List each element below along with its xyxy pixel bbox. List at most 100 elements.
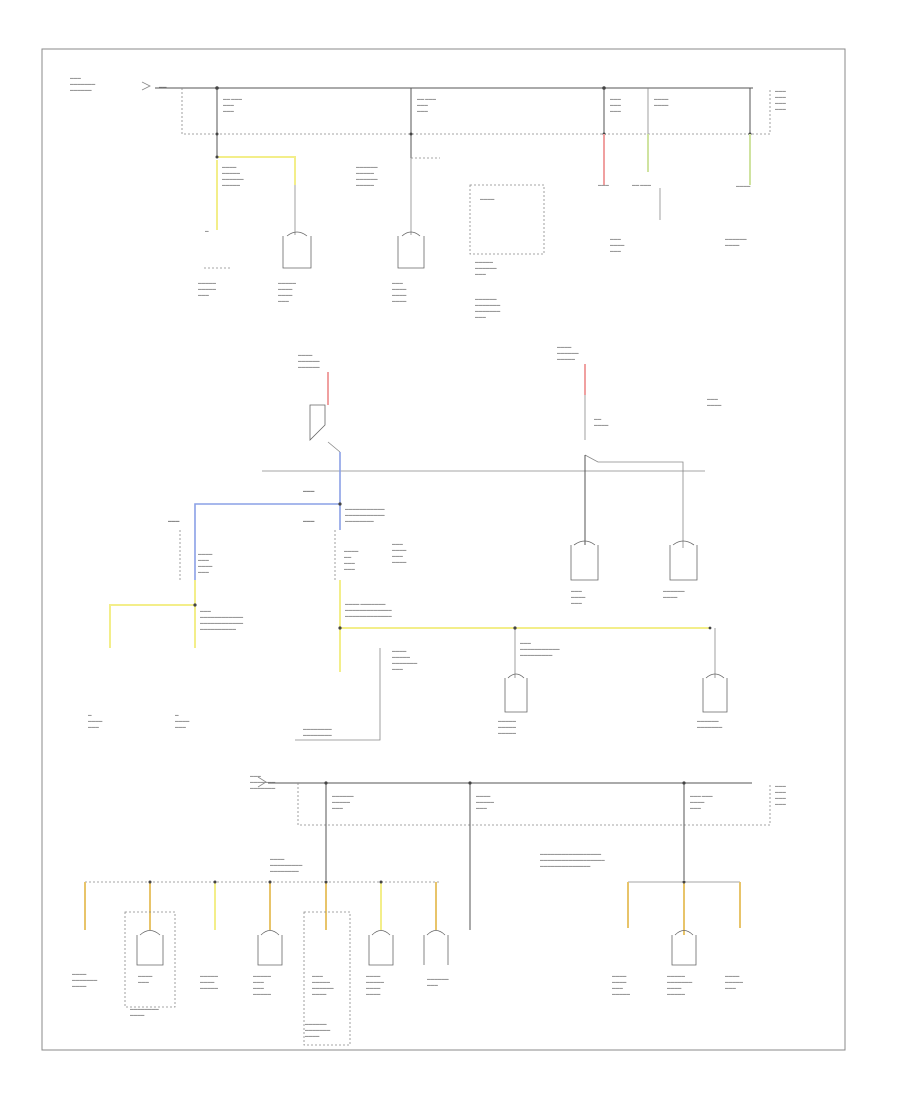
load-3-label-d: ▬▬▬▬ <box>392 299 407 303</box>
mid-bracket-label-d: ▬▬▬ <box>392 667 403 671</box>
conn-mid-2-label-e: ▬▬▬ <box>392 542 403 546</box>
bottom-load-1-label-c: ▬▬▬▬ <box>72 984 87 988</box>
wire-blue-branch <box>194 503 340 580</box>
bottom-load-5-label-b: ▬▬▬▬▬ <box>312 980 330 984</box>
bottom-node-d <box>324 880 328 884</box>
bottom-splice-3-label-c: ▬▬▬▬▬▬▬▬▬▬▬▬▬▬ <box>540 864 591 868</box>
wire-yellow-top-1 <box>217 156 296 185</box>
bottom-load-5-label-f: ▬▬▬▬▬▬▬ <box>305 1028 331 1032</box>
bottom-load-9-label: ▬▬▬▬▬ <box>667 974 685 978</box>
bottom-load-7-label: ▬▬▬▬▬▬ <box>427 977 449 981</box>
conn-mid-3-label-c: ▬▬▬▬ <box>198 564 213 568</box>
relay-1-source-label-b: ▬▬▬▬▬▬ <box>298 359 320 363</box>
bottom-splice-3-label: ▬▬▬▬▬▬▬▬▬▬▬▬▬▬▬▬▬ <box>540 852 602 856</box>
bottom-node-b <box>213 880 217 884</box>
splice-top-1 <box>215 155 219 159</box>
bottom-fusebox-label-2: ▬▬▬ <box>775 790 786 794</box>
bottom-load-1-label-b: ▬▬▬▬▬▬▬ <box>72 978 98 982</box>
load-mid-2-label-c: ▬▬▬ <box>175 725 186 729</box>
relay-2-output <box>584 454 684 548</box>
splice-mid-1-label-c: ▬▬▬▬▬▬▬▬ <box>345 519 374 523</box>
bottom-load-9-label-c: ▬▬▬▬ <box>667 986 682 990</box>
mid-bracket-label-c: ▬▬▬▬▬▬▬ <box>392 661 418 665</box>
load-2-label-b: ▬▬▬▬ <box>278 287 293 291</box>
relay-1-source-label: ▬▬▬▬ <box>298 353 313 357</box>
splice-mid-3-label-c: ▬▬▬▬▬▬▬▬▬▬▬▬ <box>200 621 244 625</box>
load-5-label-c: ▬▬▬▬▬▬▬ <box>475 309 501 313</box>
bottom-load-4-label-d: ▬▬▬▬▬ <box>253 992 271 996</box>
bottom-splice-1-label: ▬▬▬▬ <box>270 857 285 861</box>
bottom-node-a <box>148 880 152 884</box>
bottom-load-5-label-g: ▬▬▬▬ <box>305 1034 320 1038</box>
load-4-outline <box>469 184 545 255</box>
bottom-load-7-arc <box>426 930 446 936</box>
relay-note-b: ▬▬▬▬ <box>707 403 722 407</box>
fuse-3-label-c: ▬▬▬ <box>610 109 621 113</box>
mid-bracket-label: ▬▬▬▬ <box>392 649 407 653</box>
relay-2-source-label-c: ▬▬▬▬▬ <box>557 357 575 361</box>
load-4-inner-label: ▬▬▬▬ <box>480 197 495 201</box>
load-mid-1-label: ▬ <box>88 713 92 717</box>
bottom-node-f <box>682 880 686 884</box>
fuse-node-2 <box>409 132 413 136</box>
splice-top-2-label: ▬▬▬▬▬▬ <box>356 165 378 169</box>
fuse-2-label-c: ▬▬▬ <box>417 109 428 113</box>
load-mid-4-label-b: ▬▬▬▬▬ <box>498 725 516 729</box>
bottom-load-2-label: ▬▬▬▬ <box>138 974 153 978</box>
fuse-3-label: ▬▬▬ <box>610 97 621 101</box>
bottom-load-9-arc <box>674 930 694 936</box>
bottom-splice-3-label-b: ▬▬▬▬▬▬▬▬▬▬▬▬▬▬▬▬▬▬ <box>540 858 605 862</box>
bottom-load-2-body <box>136 935 164 966</box>
bottom-load-4-body <box>257 935 283 966</box>
load-2-label-d: ▬▬▬ <box>278 299 289 303</box>
load-mid-6-arc <box>573 540 596 546</box>
splice-mid-1-label: ▬▬▬▬▬▬▬▬▬▬▬ <box>345 507 385 511</box>
load-mid-4-arc <box>507 673 525 679</box>
load-5-label-d: ▬▬▬ <box>475 315 486 319</box>
bottom-load-6-label-d: ▬▬▬▬ <box>366 992 381 996</box>
conn-mid-2-label: ▬▬▬▬ <box>344 549 359 553</box>
bottom-load-7-body <box>423 935 449 965</box>
top-fusebox-label-4: ▬▬▬ <box>775 107 786 111</box>
bottom-fuse-2-label-b: ▬▬▬▬▬ <box>476 800 494 804</box>
fuse-4-label-b: ▬▬▬▬ <box>654 103 669 107</box>
splice-mid-2 <box>338 626 342 630</box>
load-mid-4-label: ▬▬▬▬▬ <box>498 719 516 723</box>
conn-mid-2-label-d: ▬▬▬ <box>344 567 355 571</box>
load-mid-7-label: ▬▬▬▬▬▬ <box>663 589 685 593</box>
load-mid-6-label-b: ▬▬▬▬ <box>571 595 586 599</box>
bottom-load-2-label-d: ▬▬▬▬ <box>130 1013 145 1017</box>
bottom-fuse-3-label-b: ▬▬▬▬ <box>690 800 705 804</box>
load-mid-5-label-b: ▬▬▬▬▬▬▬ <box>697 725 723 729</box>
load-2-arc <box>286 231 308 237</box>
conn-mid-2-label-b: ▬▬ <box>344 555 352 559</box>
bottom-fusebox-label-4: ▬▬▬ <box>775 802 786 806</box>
bottom-load-2-label-b: ▬▬▬ <box>138 980 149 984</box>
conn-mid-3-label-d: ▬▬▬ <box>198 570 209 574</box>
load-6-tag-b: ▬▬ ▬▬▬ <box>632 183 651 187</box>
conn-mid-2-label-c: ▬▬▬ <box>344 561 355 565</box>
bottom-fuse-3-label: ▬▬▬ ▬▬▬ <box>690 794 713 798</box>
top-section: ▬▬▬ ▬▬▬▬▬▬▬ ▬▬▬▬▬▬ ▬▬ ▬▬▬ ▬▬▬ ▬▬▬ ▬▬▬ ▬▬… <box>70 76 786 319</box>
bottom-load-6-arc <box>371 930 391 936</box>
bottom-load-7-label-b: ▬▬▬ <box>427 983 438 987</box>
bottom-load-1-label: ▬▬▬▬ <box>72 972 87 976</box>
bottom-splice-1-label-c: ▬▬▬▬▬▬▬▬ <box>270 869 299 873</box>
load-mid-1-label-b: ▬▬▬▬ <box>88 719 103 723</box>
bottom-fuse-1-label-b: ▬▬▬▬▬ <box>332 800 350 804</box>
bottom-load-6-body <box>368 935 394 966</box>
load-1-label-b: ▬▬▬▬▬ <box>198 287 216 291</box>
bottom-load-8-label-c: ▬▬▬ <box>612 986 623 990</box>
conn-mid-1: ▬▬▬ <box>303 489 315 493</box>
splice-mid-2-label-c: ▬▬▬▬▬▬▬▬▬▬▬▬▬ <box>345 614 392 618</box>
splice-mid-4-label-b: ▬▬▬▬▬▬▬▬▬▬▬ <box>520 647 560 651</box>
splice-top-2-label-d: ▬▬▬▬▬ <box>356 183 374 187</box>
load-mid-7-body <box>669 545 698 581</box>
splice-mid-5 <box>708 626 712 630</box>
bottom-node-e <box>379 880 383 884</box>
load-3-body <box>397 236 425 269</box>
load-6-tag: ▬▬▬ <box>598 183 609 187</box>
load-mid-6-label-c: ▬▬▬ <box>571 601 582 605</box>
load-1-tag: ▬ <box>205 229 209 233</box>
bottom-load-3-label-b: ▬▬▬▬ <box>200 980 215 984</box>
